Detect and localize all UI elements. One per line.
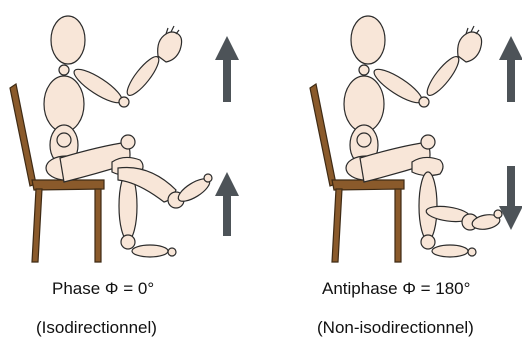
mannequin-right [344,16,482,182]
legs-left [112,157,213,257]
right-panel-figure [310,16,522,262]
right-phase-caption: Antiphase Φ = 180° [322,279,470,299]
right-direction-caption: (Non-isodirectionnel) [317,318,474,338]
left-panel-figure [10,16,239,262]
mannequin-left [44,16,182,182]
down-arrow-foot-right [499,166,522,230]
left-direction-caption: (Isodirectionnel) [36,318,157,338]
up-arrow-foot-left [215,172,239,236]
left-phase-caption: Phase Φ = 0° [52,279,154,299]
up-arrow-hand-left [215,36,239,102]
legs-right [412,157,502,257]
up-arrow-hand-right [499,36,522,102]
